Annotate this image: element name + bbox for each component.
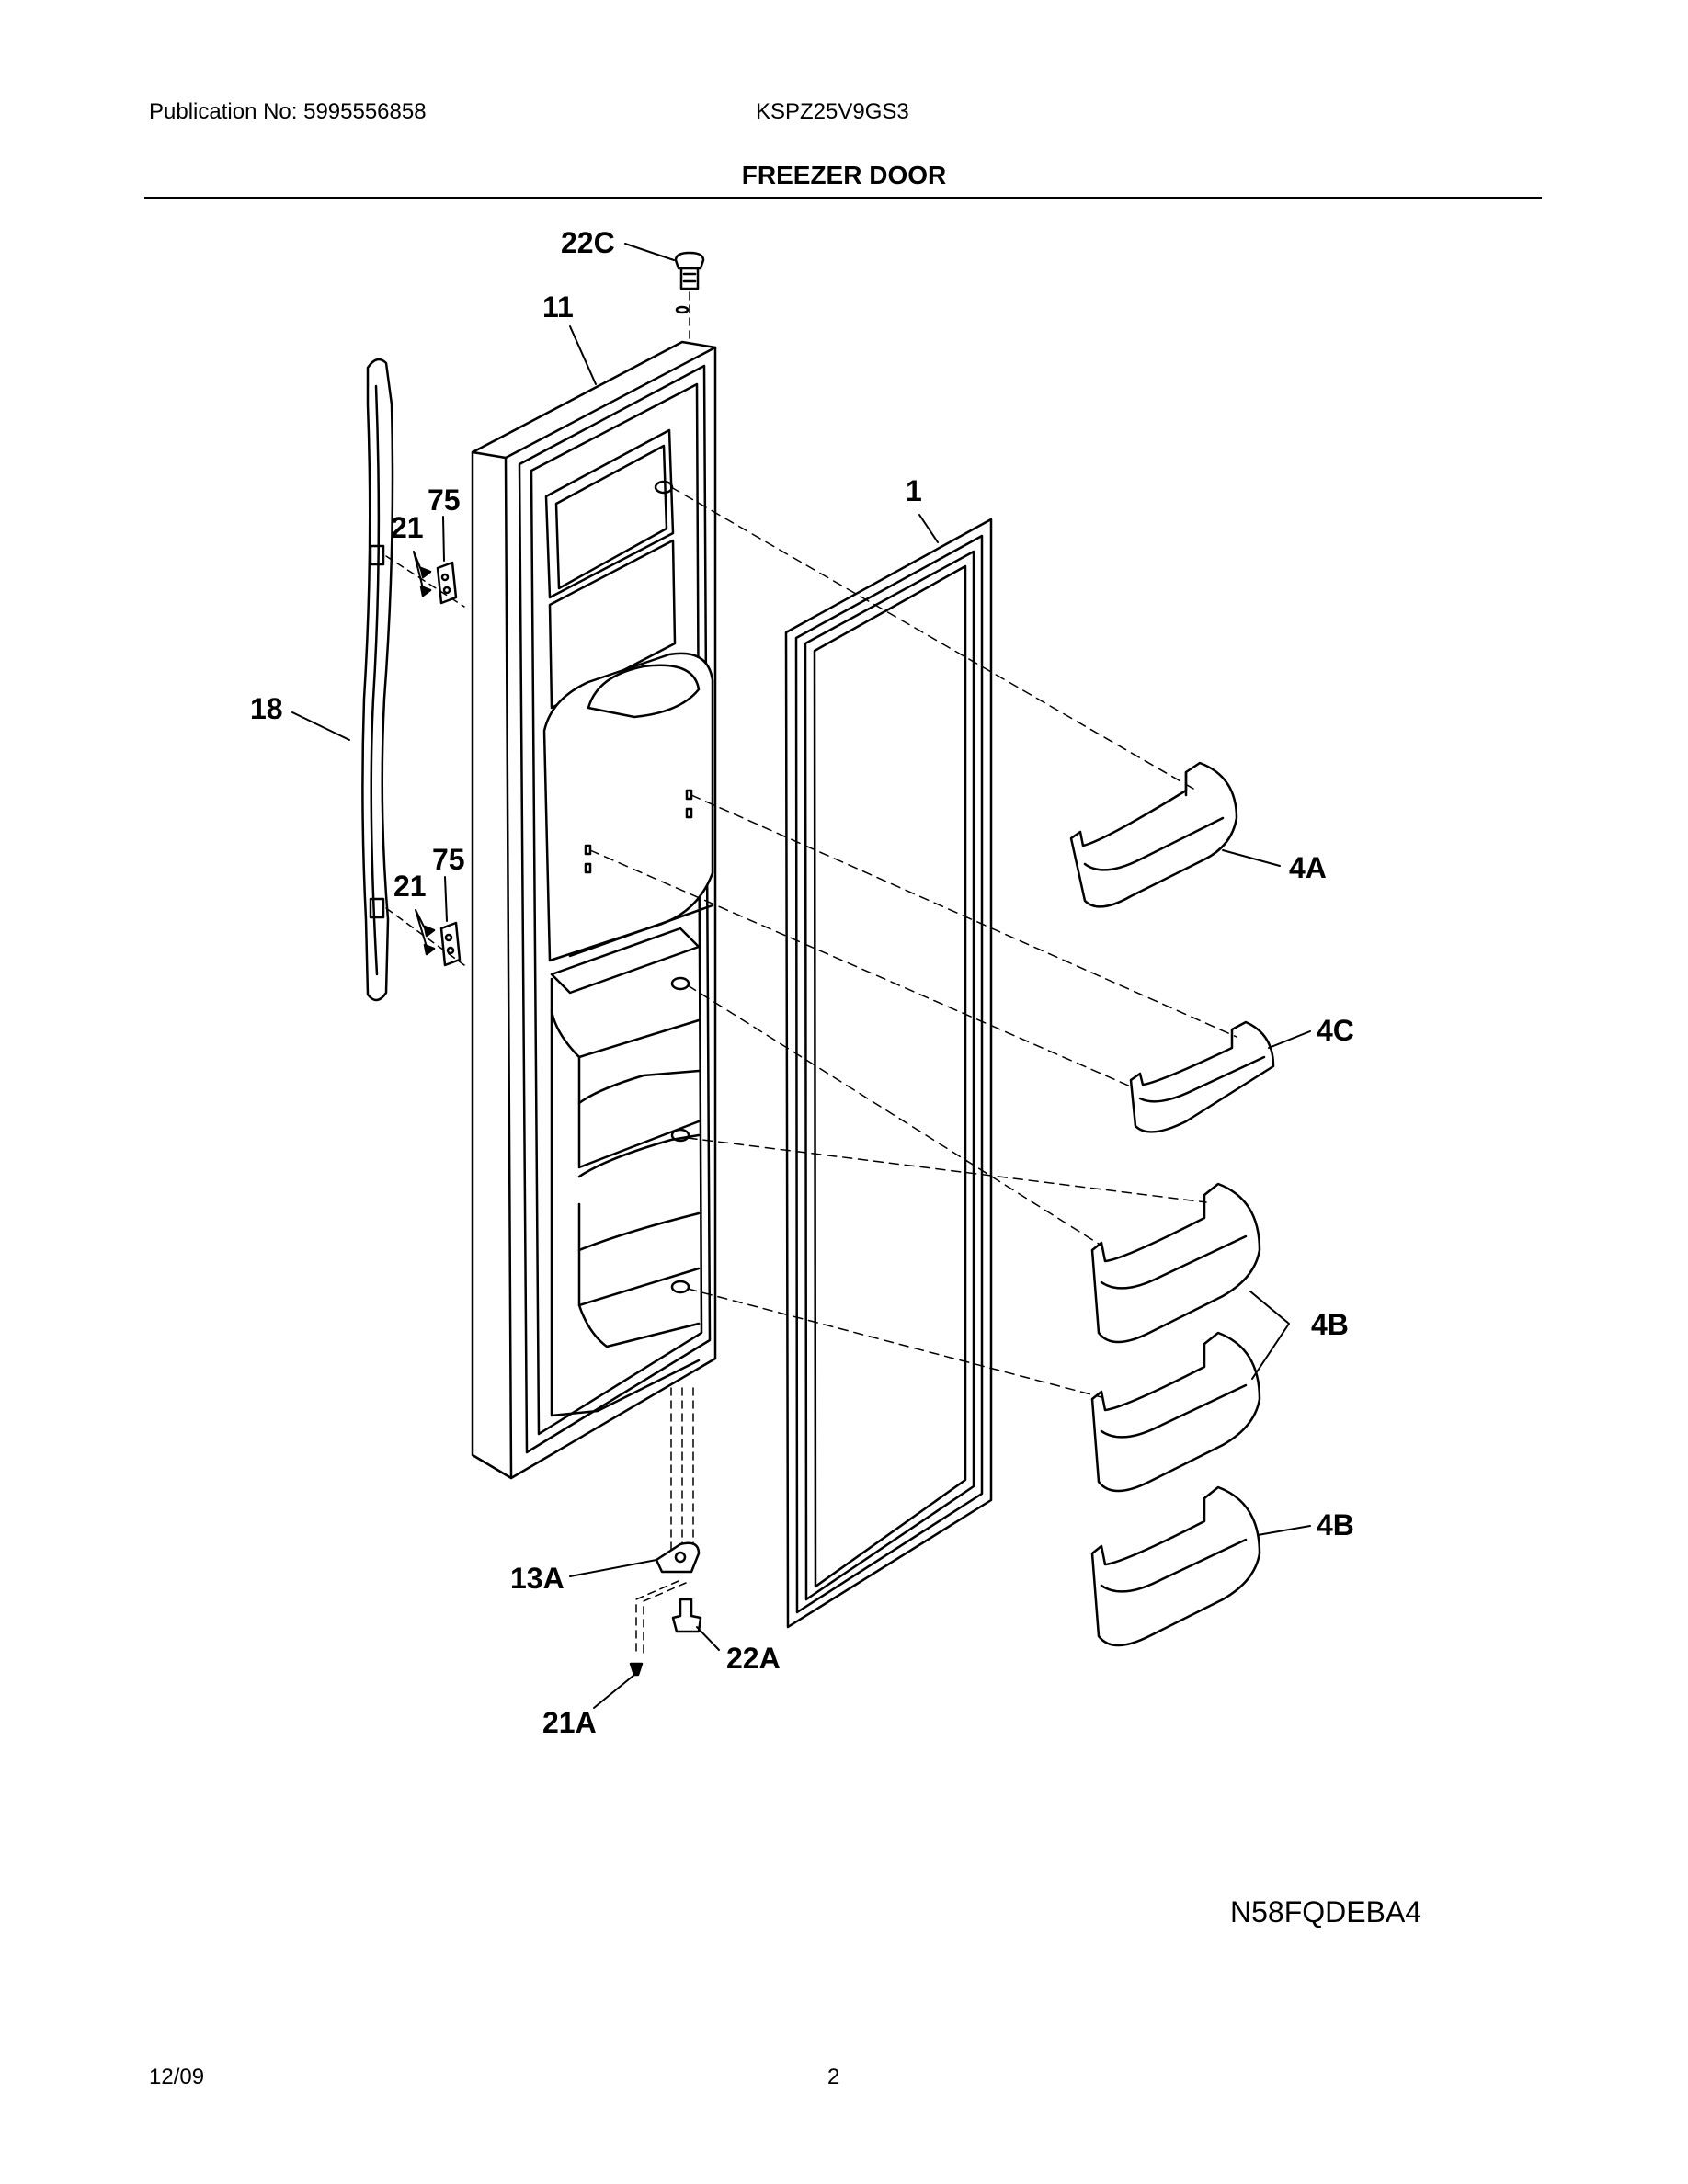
part-4b-door-bin-2	[1090, 1331, 1261, 1493]
callout-4b-lower: 4B	[1317, 1508, 1354, 1541]
part-21a-screw	[629, 1662, 644, 1677]
callout-4a: 4A	[1289, 851, 1327, 884]
callout-1: 1	[906, 474, 922, 507]
callout-11: 11	[542, 290, 574, 324]
part-4c-door-bin	[1129, 1020, 1275, 1133]
part-4b-door-bin-3	[1090, 1485, 1261, 1647]
callout-21-lower: 21	[393, 870, 427, 903]
part-75-upper-bracket	[436, 561, 458, 605]
part-22c-hinge-pin	[674, 251, 705, 290]
page-title: FREEZER DOOR	[741, 161, 947, 189]
callout-22c: 22C	[561, 226, 615, 259]
part-22a-bottom-hinge-pin	[671, 1598, 702, 1633]
callout-4b-upper: 4B	[1311, 1308, 1349, 1341]
diagram-code: N58FQDEBA4	[1230, 1895, 1422, 1928]
header-rule	[144, 197, 1542, 199]
callout-18: 18	[250, 692, 283, 725]
model-number: KSPZ25V9GS3	[756, 99, 909, 124]
part-1-door-gasket	[784, 518, 993, 1629]
callout-13a: 13A	[510, 1562, 565, 1595]
part-4a-door-bin	[1069, 761, 1238, 908]
publication-number: Publication No: 5995556858	[149, 99, 427, 124]
callout-22a: 22A	[726, 1642, 781, 1675]
callout-75-lower: 75	[432, 843, 465, 876]
part-4b-door-bin-1	[1090, 1182, 1261, 1344]
callout-75-upper: 75	[428, 483, 461, 517]
callout-4c: 4C	[1317, 1014, 1354, 1047]
part-11-freezer-door	[471, 305, 717, 1480]
page-number: 2	[827, 2065, 840, 2089]
part-18-door-handle	[361, 358, 394, 1002]
callout-21a: 21A	[542, 1706, 597, 1739]
footer-date: 12/09	[149, 2065, 205, 2089]
part-75-lower-bracket	[439, 921, 462, 967]
part-13a-bottom-hinge	[655, 1541, 701, 1574]
callout-21-upper: 21	[391, 511, 424, 544]
part-21-upper-screws	[419, 566, 432, 597]
